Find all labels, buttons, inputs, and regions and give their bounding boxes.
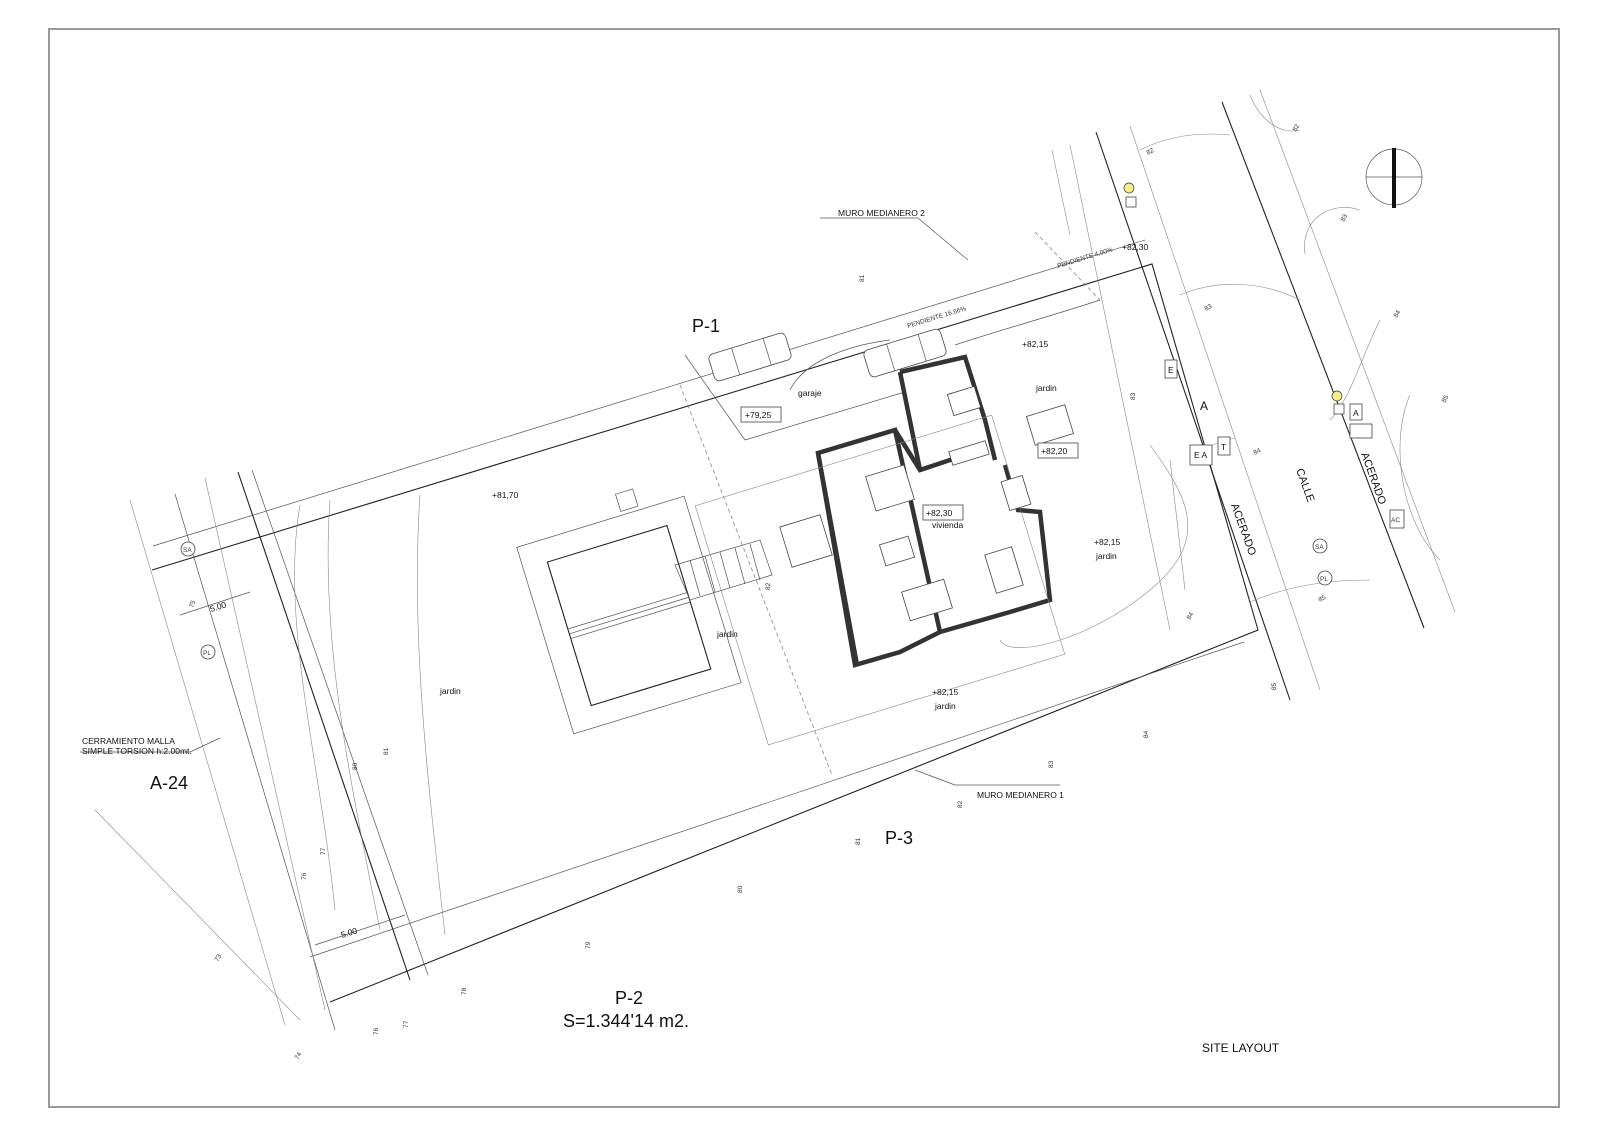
plot-label-p2: P-2	[615, 988, 643, 1008]
street-lines	[1095, 89, 1456, 701]
contour-label: 81	[383, 747, 390, 755]
dimension-lines	[179, 591, 406, 946]
contour-label: 84	[1393, 309, 1403, 319]
level-markers	[740, 406, 1079, 521]
utility-pl-street: PL	[1320, 576, 1328, 583]
utility-sa-left: SA	[183, 547, 192, 554]
contour-label: 81	[855, 837, 862, 845]
contour-label: 83	[1130, 392, 1137, 400]
utility-a-box: A	[1353, 408, 1359, 418]
plot-boundary	[94, 144, 1259, 1031]
sheet-border	[48, 28, 1560, 1108]
contour-label: 83	[1048, 760, 1055, 768]
level-8220: +82,20	[1041, 446, 1068, 456]
contour-label: 84	[1186, 611, 1196, 621]
room-jardin-pool: jardin	[716, 629, 738, 639]
contour-label: 73	[214, 953, 224, 963]
car-icon	[708, 332, 792, 382]
plot-label-p1: P-1	[692, 316, 720, 336]
contour-label: 80	[737, 885, 744, 893]
garage-area	[684, 299, 1101, 441]
room-jardin-right: jardin	[1095, 551, 1117, 561]
contour-label: 77	[403, 1020, 410, 1028]
utility-ac-box: AC	[1391, 517, 1400, 524]
street-calle: CALLE	[1293, 467, 1316, 504]
room-vivienda: vivienda	[932, 520, 963, 530]
room-jardin-left: jardin	[439, 686, 461, 696]
contour-label: 81	[859, 274, 866, 282]
contour-label: 85	[1271, 682, 1278, 690]
street-acerado-2: ACERADO	[1358, 451, 1388, 507]
utility-pl-left: PL	[203, 650, 211, 657]
utility-e: E	[1168, 365, 1174, 375]
north-arrow	[1365, 148, 1423, 208]
contour-label: 80	[352, 762, 359, 770]
room-jardin-top: jardin	[1035, 383, 1057, 393]
contour-label: 82	[1146, 147, 1156, 157]
room-garaje: garaje	[798, 388, 822, 398]
swimming-pool	[516, 488, 742, 735]
utility-t: T	[1221, 442, 1226, 452]
contour-label: 85	[1441, 394, 1451, 404]
car-icon	[863, 328, 947, 378]
plot-label-p3: P-3	[885, 828, 913, 848]
fence-label-line2: SIMPLE TORSION h:2.00mt.	[82, 746, 192, 756]
contour-label: 82	[1292, 123, 1302, 133]
utility-a-marker: A	[1200, 399, 1208, 413]
contour-label: 83	[1340, 213, 1350, 223]
fence-label-line1: CERRAMIENTO MALLA	[82, 736, 175, 746]
wall-label-medianero-2: MURO MEDIANERO 2	[838, 208, 925, 218]
contour-label: 74	[294, 1051, 304, 1061]
contour-label: 76	[373, 1027, 380, 1035]
level-8230-top: +82,30	[1122, 242, 1149, 252]
leader-lines	[80, 217, 1060, 786]
setback-lines	[679, 231, 1101, 776]
level-8215-right: +82,15	[1094, 537, 1121, 547]
contour-label: 84	[1253, 447, 1263, 457]
utility-boxes	[180, 182, 1405, 660]
sheet-title: SITE LAYOUT	[1202, 1041, 1280, 1055]
plot-label-a24: A-24	[150, 773, 188, 793]
street-acerado-1: ACERADO	[1228, 502, 1258, 558]
contour-lines	[294, 94, 1441, 936]
contour-label: 76	[301, 872, 308, 880]
utility-sa-street: SA	[1315, 544, 1324, 551]
contour-label: 78	[461, 987, 468, 995]
slope-label-2: PENDIENTE 4,00%	[1057, 246, 1114, 270]
level-7925: +79,25	[745, 410, 772, 420]
dimension-bottom: 5.00	[340, 925, 359, 939]
utility-ea: E A	[1194, 450, 1208, 460]
contour-label: 77	[320, 847, 327, 855]
level-8215-bottom: +82,15	[932, 687, 959, 697]
contour-label: 83	[1204, 303, 1214, 313]
slope-label-1: PENDIENTE 16,66%	[907, 305, 968, 330]
contour-label: 75	[188, 599, 197, 609]
contour-label: 84	[1143, 730, 1150, 738]
level-8230-house: +82,30	[926, 508, 953, 518]
furniture	[779, 385, 1075, 622]
wall-label-medianero-1: MURO MEDIANERO 1	[977, 790, 1064, 800]
room-jardin-bottom: jardin	[934, 701, 956, 711]
plot-area: S=1.344'14 m2.	[563, 1011, 689, 1031]
contour-label: 79	[585, 941, 592, 949]
contour-label: 82	[957, 800, 964, 808]
dimension-top: 5.00	[209, 599, 228, 613]
level-8170: +81,70	[492, 490, 519, 500]
contour-label: 82	[765, 582, 772, 590]
pool-steps	[674, 539, 773, 601]
level-8215-top: +82,15	[1022, 339, 1049, 349]
contour-label: 85	[1318, 594, 1328, 604]
